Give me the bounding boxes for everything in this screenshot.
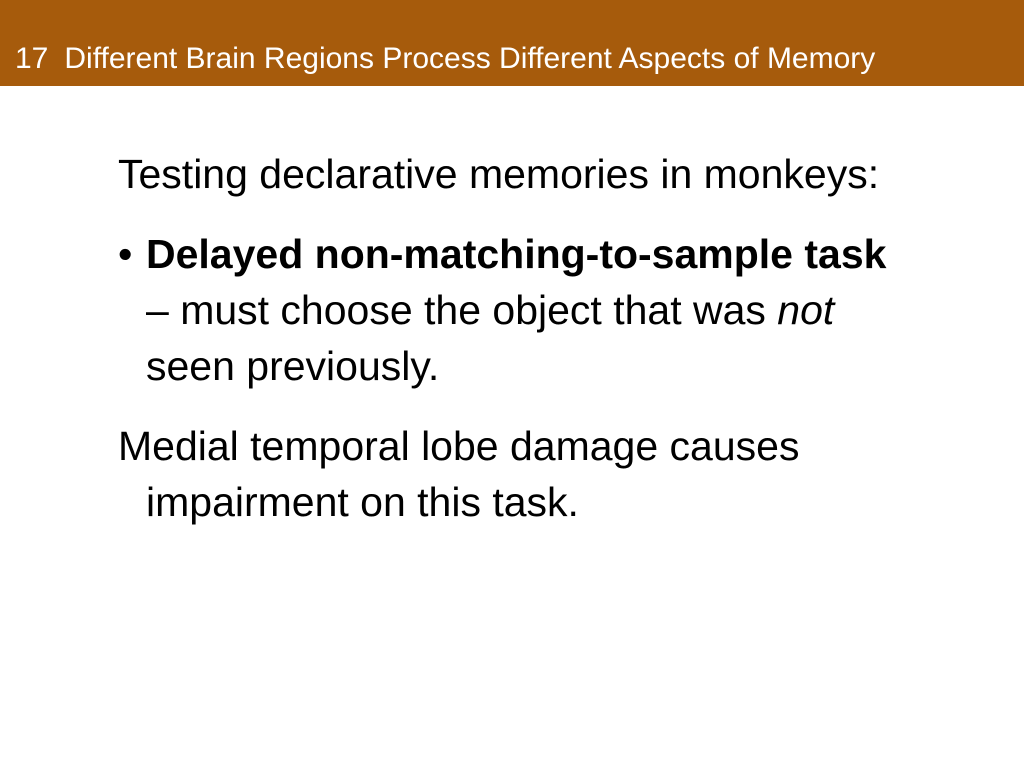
bullet-item: • Delayed non-matching-to-sample task – m… — [118, 226, 918, 394]
slide-body: Testing declarative memories in monkeys:… — [118, 146, 918, 554]
slide-number: 17 — [15, 42, 49, 75]
bullet-text-before: – must choose the object that was — [146, 287, 778, 333]
conclusion-paragraph: Medial temporal lobe damage causes impai… — [118, 423, 800, 525]
slide-title: 17 Different Brain Regions Process Differ… — [15, 42, 875, 76]
title-bar: 17 Different Brain Regions Process Differ… — [0, 0, 1024, 86]
intro-paragraph: Testing declarative memories in monkeys: — [118, 151, 880, 197]
bullet-icon: • — [118, 231, 133, 277]
slide-title-text: Different Brain Regions Process Differen… — [64, 42, 876, 75]
bullet-text-after: seen previously. — [146, 343, 440, 389]
bullet-bold-term: Delayed non-matching-to-sample task — [146, 231, 887, 277]
bullet-italic-word: not — [777, 287, 835, 333]
